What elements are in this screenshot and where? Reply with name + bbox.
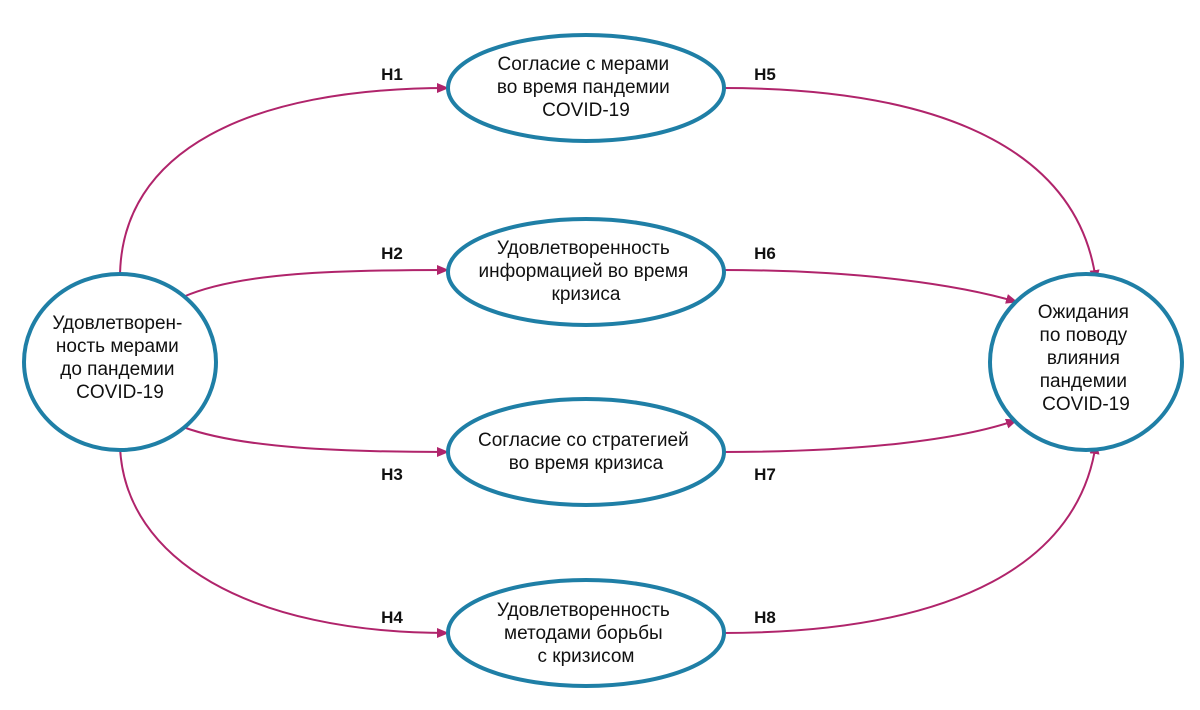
hypothesis-label-h1: H1 bbox=[381, 65, 403, 84]
edge-h1 bbox=[119, 83, 449, 279]
node-mediator-4-label: Удовлетворенность методами борьбы с криз… bbox=[497, 600, 675, 667]
edge-h4 bbox=[119, 446, 449, 638]
node-mediator-2-label: Удовлетворенность информацией во время к… bbox=[478, 238, 693, 305]
hypothesis-label-h7: H7 bbox=[754, 465, 776, 484]
edge-h6 bbox=[721, 269, 1018, 304]
edge-h7 bbox=[721, 418, 1018, 453]
edge-h3 bbox=[182, 426, 449, 457]
hypothesis-label-h8: H8 bbox=[754, 608, 776, 627]
node-mediator-3-shape bbox=[446, 397, 726, 507]
node-mediator-1-label: Согласие с мерами во время пандемии COVI… bbox=[497, 54, 675, 121]
node-mediator-1-shape bbox=[446, 33, 726, 143]
node-target-label: Ожидания по поводу влияния пандемии COVI… bbox=[1038, 302, 1134, 415]
hypothesis-label-h2: H2 bbox=[381, 244, 403, 263]
edge-h8 bbox=[721, 442, 1100, 634]
node-target-shape bbox=[988, 272, 1184, 452]
node-mediator-4-shape bbox=[446, 578, 726, 688]
node-source-shape bbox=[22, 272, 218, 452]
node-source-label: Удовлетворен- ность мерами до пандемии C… bbox=[52, 313, 187, 403]
hypothesis-label-h5: H5 bbox=[754, 65, 776, 84]
hypothesis-label-h4: H4 bbox=[381, 608, 403, 627]
edge-h2 bbox=[182, 265, 449, 298]
edge-h5 bbox=[721, 87, 1100, 282]
hypothesis-label-h3: H3 bbox=[381, 465, 403, 484]
node-mediator-2-shape bbox=[446, 217, 726, 327]
node-mediator-3-label: Согласие со стратегией во время кризиса bbox=[478, 430, 694, 474]
hypothesis-label-h6: H6 bbox=[754, 244, 776, 263]
